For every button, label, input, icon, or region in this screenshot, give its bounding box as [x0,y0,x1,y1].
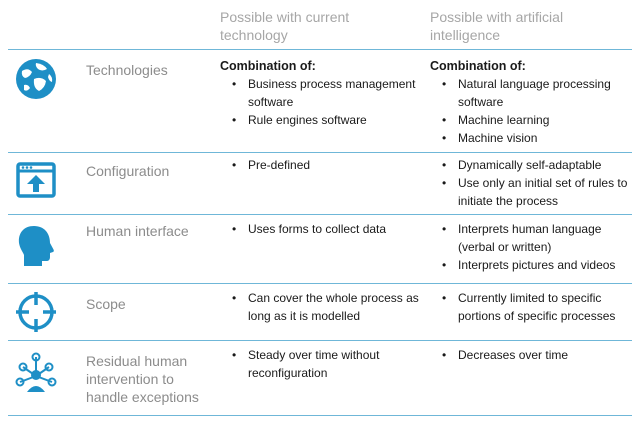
row-label-configuration: Configuration [86,163,170,179]
list-item: Rule engines software [220,111,420,129]
crosshair-icon [14,290,58,334]
list-item: Dynamically self-adaptable [430,156,630,174]
row-label-human-interface: Human interface [86,223,189,239]
cell-residual-ai: Decreases over time [430,346,630,364]
globe-icon [14,57,58,101]
row-divider [8,340,632,341]
cell-configuration-current: Pre-defined [220,156,420,174]
row-label-residual-intervention: Residual human intervention to handle ex… [86,353,199,405]
list-item: Machine learning [430,111,630,129]
list-item: Business process management software [220,75,420,111]
list-item: Can cover the whole process as long as i… [220,289,420,325]
row-label-scope: Scope [86,296,126,312]
cell-technologies-ai: Combination of: Natural language process… [430,57,630,147]
list-item: Interprets human language (verbal or wri… [430,220,630,256]
cell-technologies-current: Combination of: Business process managem… [220,57,420,129]
upload-window-icon [14,159,58,203]
cell-title: Combination of: [220,59,316,73]
row-divider [8,214,632,215]
cell-title: Combination of: [430,59,526,73]
list-item: Natural language processing software [430,75,630,111]
row-label-technologies: Technologies [86,62,168,78]
cell-human-interface-ai: Interprets human language (verbal or wri… [430,220,630,274]
list-item: Use only an initial set of rules to init… [430,174,630,210]
list-item: Decreases over time [430,346,630,364]
cell-residual-current: Steady over time without reconfiguration [220,346,420,382]
list-item: Uses forms to collect data [220,220,420,238]
human-head-icon [14,223,58,267]
column-header-artificial-intelligence: Possible with artificial intelligence [430,9,564,43]
cell-scope-ai: Currently limited to specific portions o… [430,289,630,325]
cell-scope-current: Can cover the whole process as long as i… [220,289,420,325]
list-item: Pre-defined [220,156,420,174]
list-item: Steady over time without reconfiguration [220,346,420,382]
row-divider [8,152,632,153]
cell-human-interface-current: Uses forms to collect data [220,220,420,238]
list-item: Machine vision [430,129,630,147]
list-item: Interprets pictures and videos [430,256,630,274]
row-divider [8,415,632,416]
list-item: Currently limited to specific portions o… [430,289,630,325]
network-people-icon [14,352,58,396]
row-divider [8,49,632,50]
cell-configuration-ai: Dynamically self-adaptable Use only an i… [430,156,630,210]
column-header-current-technology: Possible with current technology [220,9,350,43]
row-divider [8,283,632,284]
